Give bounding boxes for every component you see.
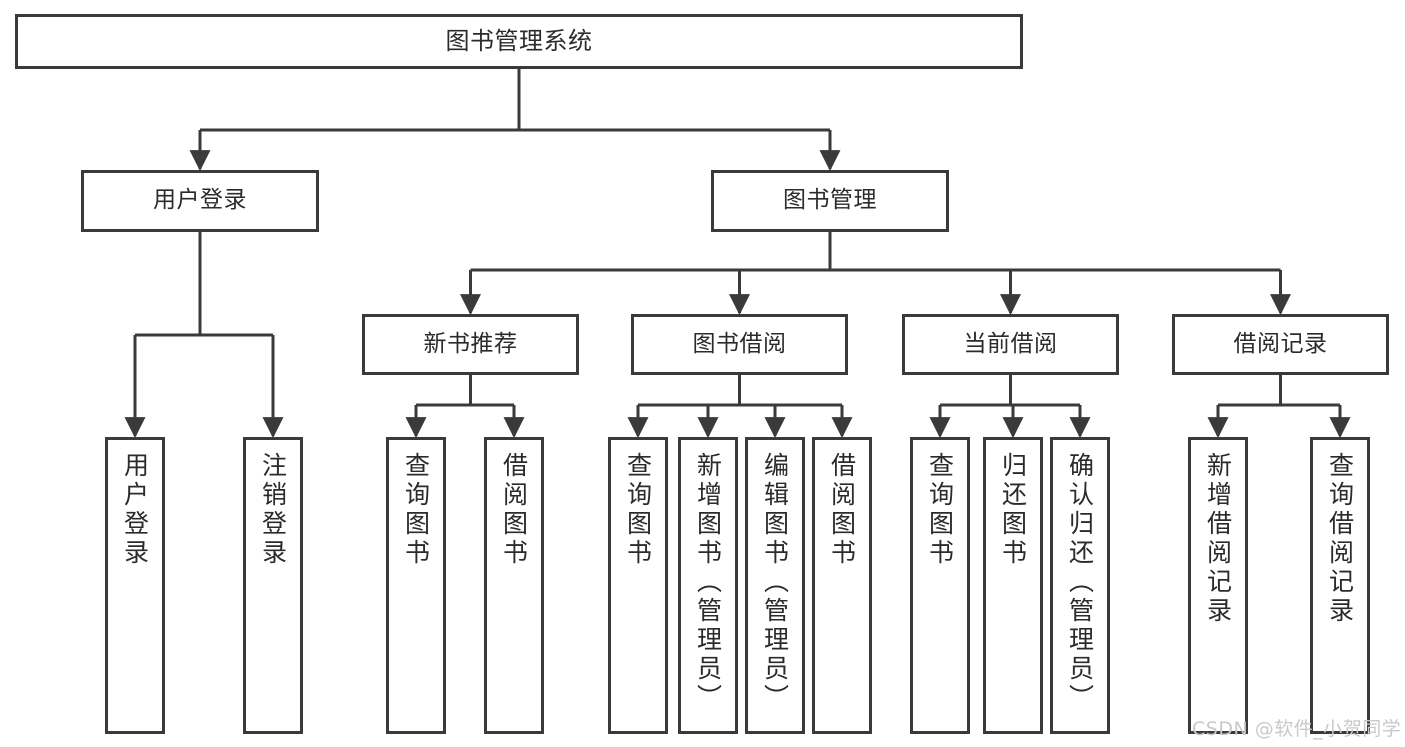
node-leaf-bor-4[interactable]: 借阅图书 <box>812 437 872 734</box>
node-label-bookmgmt: 图书管理 <box>783 187 877 214</box>
node-login[interactable]: 用户登录 <box>81 170 319 232</box>
node-leaf-bor-2[interactable]: 新增图书（管理员） <box>678 437 738 734</box>
node-leaf-bor-3[interactable]: 编辑图书（管理员） <box>745 437 805 734</box>
node-newbook[interactable]: 新书推荐 <box>362 314 579 375</box>
node-leaf-new-1[interactable]: 查询图书 <box>386 437 446 734</box>
node-label-leaf-bor-3: 编辑图书（管理员） <box>760 452 790 713</box>
node-label-leaf-bor-2: 新增图书（管理员） <box>693 452 723 713</box>
node-leaf-cur-3[interactable]: 确认归还（管理员） <box>1050 437 1110 734</box>
node-label-root: 图书管理系统 <box>445 27 593 56</box>
node-current[interactable]: 当前借阅 <box>902 314 1119 375</box>
node-root[interactable]: 图书管理系统 <box>15 14 1023 69</box>
node-label-current: 当前借阅 <box>963 330 1058 357</box>
node-bookmgmt[interactable]: 图书管理 <box>711 170 949 232</box>
node-leaf-cur-1[interactable]: 查询图书 <box>910 437 970 734</box>
node-leaf-bor-1[interactable]: 查询图书 <box>608 437 668 734</box>
node-label-leaf-cur-3: 确认归还（管理员） <box>1065 452 1095 713</box>
node-label-login: 用户登录 <box>153 187 247 214</box>
node-label-newbook: 新书推荐 <box>423 330 518 357</box>
node-label-records: 借阅记录 <box>1233 330 1328 357</box>
node-label-leaf-bor-1: 查询图书 <box>623 452 653 568</box>
node-leaf-cur-2[interactable]: 归还图书 <box>983 437 1043 734</box>
node-leaf-new-2[interactable]: 借阅图书 <box>484 437 544 734</box>
node-label-leaf-new-2: 借阅图书 <box>499 452 529 568</box>
node-label-leaf-login-2: 注销登录 <box>258 452 288 568</box>
node-label-leaf-new-1: 查询图书 <box>401 452 431 568</box>
node-leaf-login-1[interactable]: 用户登录 <box>105 437 165 734</box>
node-label-leaf-rec-1: 新增借阅记录 <box>1203 452 1233 626</box>
node-borrow[interactable]: 图书借阅 <box>631 314 848 375</box>
node-label-leaf-cur-1: 查询图书 <box>925 452 955 568</box>
node-leaf-login-2[interactable]: 注销登录 <box>243 437 303 734</box>
node-label-leaf-login-1: 用户登录 <box>120 452 150 568</box>
node-label-borrow: 图书借阅 <box>692 330 787 357</box>
node-label-leaf-bor-4: 借阅图书 <box>827 452 857 568</box>
csdn-watermark: CSDN @软件_小贺同学 <box>1192 718 1402 740</box>
node-label-leaf-rec-2: 查询借阅记录 <box>1325 452 1355 626</box>
node-leaf-rec-1[interactable]: 新增借阅记录 <box>1188 437 1248 734</box>
node-label-leaf-cur-2: 归还图书 <box>998 452 1028 568</box>
node-records[interactable]: 借阅记录 <box>1172 314 1389 375</box>
node-leaf-rec-2[interactable]: 查询借阅记录 <box>1310 437 1370 734</box>
